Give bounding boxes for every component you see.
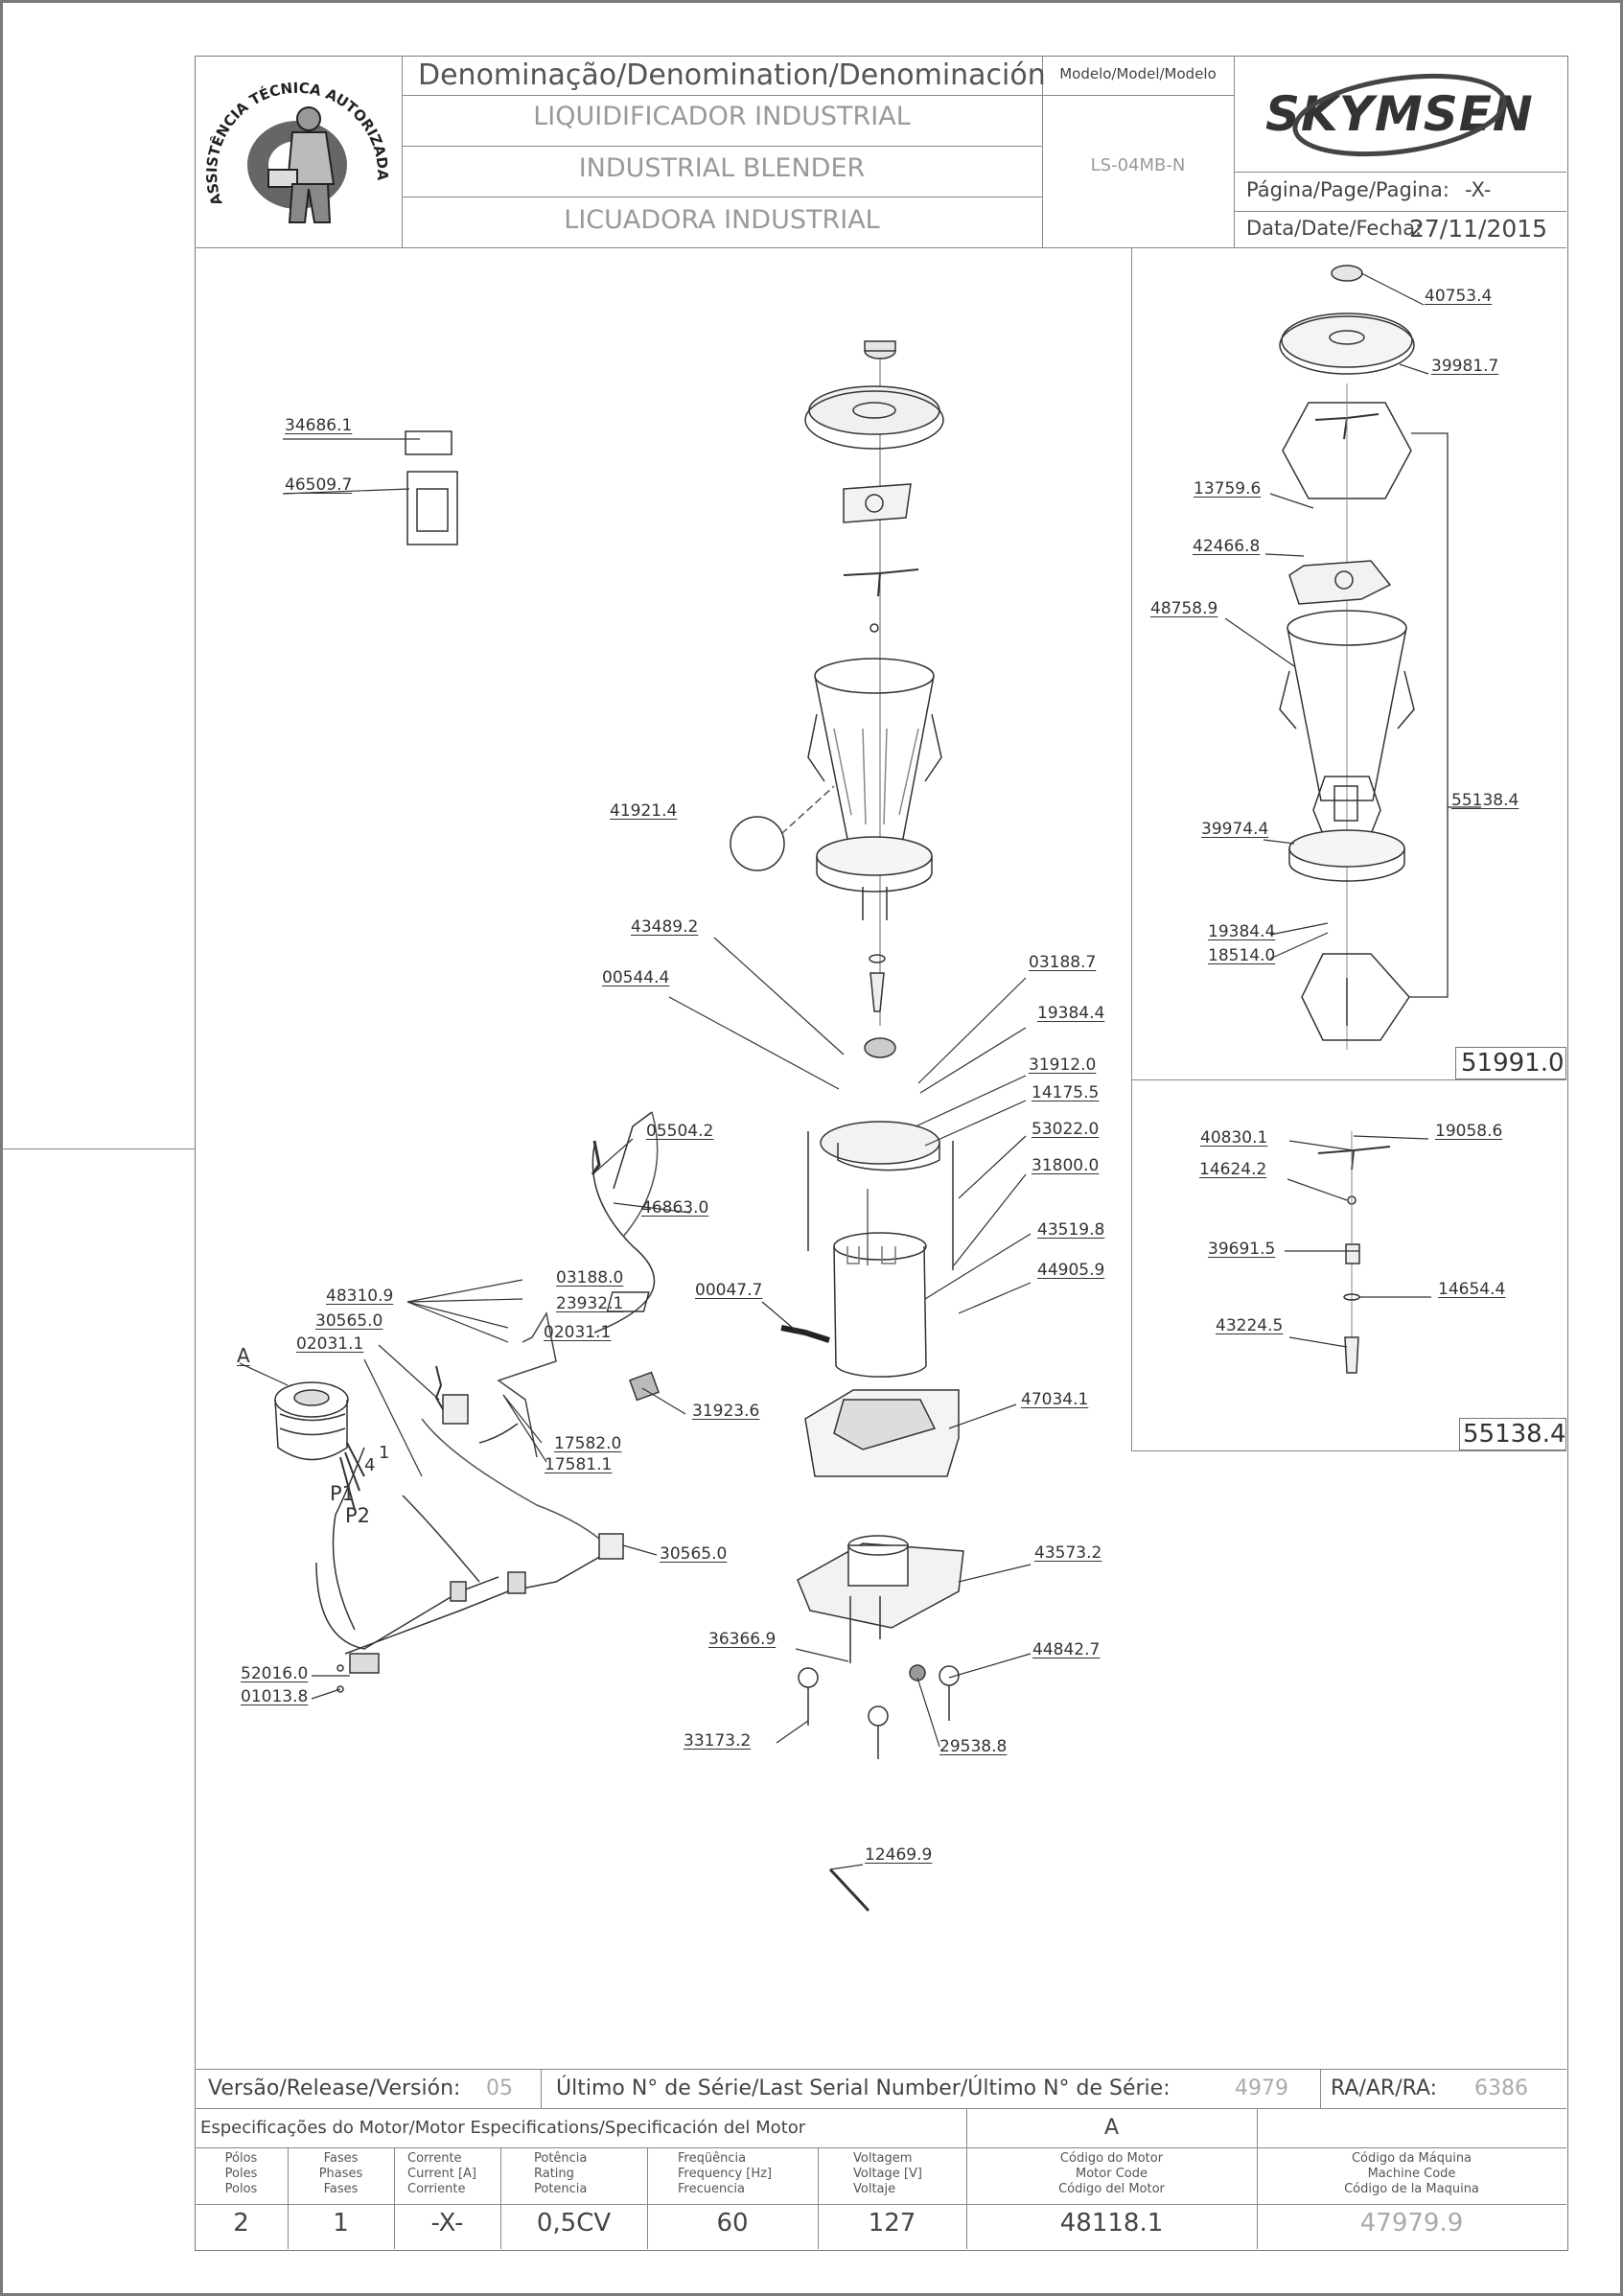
part-label: 19384.4	[1037, 1004, 1105, 1023]
part-label: 30565.0	[660, 1544, 728, 1564]
wire-label: P2	[345, 1504, 371, 1527]
part-label: 31923.6	[692, 1402, 760, 1421]
part-label: 44842.7	[1032, 1640, 1101, 1659]
part-label: 43519.8	[1037, 1220, 1105, 1240]
authorized-service-seal: ASSISTÊNCIA TÉCNICA AUTORIZADA	[201, 59, 393, 242]
part-label: 46863.0	[641, 1198, 709, 1218]
part-label: 30565.0	[315, 1311, 383, 1331]
part-label: 19384.4	[1208, 922, 1276, 941]
part-label: 03188.7	[1029, 953, 1097, 972]
margin-line	[0, 1148, 195, 1149]
part-label: 48310.9	[326, 1287, 394, 1306]
part-label: 18514.0	[1208, 946, 1276, 965]
part-label: 53022.0	[1032, 1120, 1100, 1139]
value-power: 0,5CV	[536, 2209, 612, 2238]
part-label: 55138.4	[1451, 791, 1519, 810]
date-value: 27/11/2015	[1409, 215, 1548, 243]
part-label: 36366.9	[708, 1630, 777, 1649]
part-label: A	[237, 1344, 250, 1367]
part-label: 02031.1	[296, 1334, 364, 1354]
part-label: 43224.5	[1216, 1316, 1284, 1335]
part-label: 12469.9	[865, 1845, 933, 1865]
value-machine-code: 47979.9	[1359, 2209, 1464, 2238]
part-label: 40830.1	[1200, 1128, 1268, 1148]
part-label: 43573.2	[1034, 1543, 1102, 1563]
part-label: 02031.1	[544, 1323, 612, 1342]
version-label: Versão/Release/Versión:	[208, 2076, 461, 2100]
part-label: 00544.4	[602, 968, 670, 987]
part-label: 14175.5	[1032, 1083, 1100, 1102]
wire-label: 1	[379, 1443, 390, 1463]
header-bottom-line	[195, 247, 1566, 248]
product-name-pt: LIQUIDIFICADOR INDUSTRIAL	[533, 102, 911, 131]
part-label: 01013.8	[241, 1687, 309, 1706]
part-label: 43489.2	[631, 917, 699, 937]
part-label: 44905.9	[1037, 1261, 1105, 1280]
detail-2-assembly-code: 55138.4	[1463, 1420, 1566, 1449]
value-phases: 1	[333, 2209, 349, 2238]
model-value: LS-04MB-N	[1090, 155, 1186, 175]
part-label: 14654.4	[1438, 1280, 1506, 1299]
page-label: Página/Page/Pagina:	[1246, 178, 1449, 201]
value-current: -X-	[430, 2209, 464, 2238]
part-label: 23932.1	[556, 1294, 624, 1313]
value-frequency: 60	[716, 2209, 749, 2238]
denomination-title: Denominação/Denomination/Denominación	[418, 58, 1046, 92]
part-label: 48758.9	[1150, 599, 1218, 618]
serial-value: 4979	[1235, 2076, 1288, 2100]
part-label: 39691.5	[1208, 1240, 1276, 1259]
part-label: 03188.0	[556, 1268, 624, 1287]
motor-variant: A	[1103, 2116, 1120, 2140]
part-label: 29538.8	[939, 1737, 1008, 1756]
part-label: 19058.6	[1435, 1122, 1503, 1141]
product-name-es: LICUADORA INDUSTRIAL	[564, 205, 880, 235]
ra-label: RA/AR/RA:	[1331, 2076, 1438, 2100]
date-label: Data/Date/Fecha:	[1246, 217, 1423, 240]
wire-label: 4	[364, 1455, 376, 1475]
part-label: 33173.2	[684, 1731, 752, 1751]
wire-label: P1	[330, 1482, 356, 1505]
part-label: 52016.0	[241, 1664, 309, 1683]
part-label: 46509.7	[285, 475, 353, 495]
part-label: 00047.7	[695, 1281, 763, 1300]
motor-spec-title: Especificações do Motor/Motor Especifica…	[200, 2118, 806, 2138]
value-voltage: 127	[868, 2209, 916, 2238]
part-label: 39974.4	[1201, 820, 1269, 839]
part-label: 05504.2	[646, 1122, 714, 1141]
part-label: 41921.4	[610, 801, 678, 821]
serial-label: Último N° de Série/Last Serial Number/Úl…	[556, 2076, 1171, 2100]
part-label: 31912.0	[1029, 1055, 1097, 1075]
part-label: 47034.1	[1021, 1390, 1089, 1409]
value-poles: 2	[233, 2209, 249, 2238]
part-label: 13759.6	[1194, 479, 1262, 499]
detail-1-assembly-code: 51991.0	[1461, 1049, 1565, 1078]
brand-logo: SKYMSEN	[1265, 86, 1534, 142]
part-label: 17582.0	[554, 1434, 622, 1453]
part-label: 39981.7	[1431, 357, 1499, 376]
part-label: 14624.2	[1199, 1160, 1267, 1179]
model-title: Modelo/Model/Modelo	[1059, 65, 1217, 82]
part-label: 34686.1	[285, 416, 353, 435]
product-name-en: INDUSTRIAL BLENDER	[578, 153, 866, 183]
value-motor-code: 48118.1	[1059, 2209, 1164, 2238]
part-label: 31800.0	[1032, 1156, 1100, 1175]
version-value: 05	[486, 2076, 513, 2100]
part-label: 42466.8	[1193, 537, 1261, 556]
page-value: -X-	[1465, 178, 1492, 201]
ra-value: 6386	[1474, 2076, 1528, 2100]
part-label: 17581.1	[545, 1455, 613, 1474]
drawing-frame	[195, 56, 1568, 2251]
part-label: 40753.4	[1425, 287, 1493, 306]
